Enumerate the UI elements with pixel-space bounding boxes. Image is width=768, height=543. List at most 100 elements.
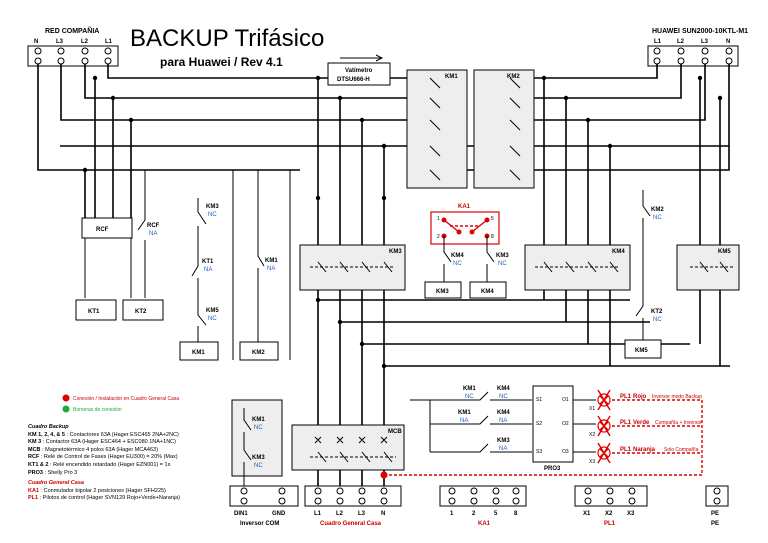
inversor-com: KM1 NC KM3 NC DIN1 GND Inversor COM [229,399,299,527]
svg-text:Rojo: Rojo [633,394,647,400]
svg-text:NA: NA [204,267,212,273]
svg-text:GND: GND [272,511,286,517]
svg-text:Borneras de conexión: Borneras de conexión [73,407,122,413]
svg-text:O3: O3 [562,449,569,455]
legend-line: MCB : Magnetotérmico 4 polos 63A (Hager … [28,446,158,453]
svg-text:KM3: KM3 [436,289,449,295]
svg-text:KM5: KM5 [635,348,648,354]
svg-text:Conexión / Instalación en Cuad: Conexión / Instalación en Cuadro General… [73,396,179,402]
svg-text:Vatímetro: Vatímetro [345,68,373,74]
svg-text:KA1: KA1 [478,521,491,527]
junctions [82,75,723,369]
legend-line: KA1 : Conmutador bipolar 2 posiciones (H… [28,487,166,494]
huawei-label: HUAWEI SUN2000-10KTL-M1 [652,28,748,35]
legend-backup-title: Cuadro Backup [28,424,69,430]
svg-text:X3: X3 [589,459,595,465]
svg-text:N: N [726,39,730,45]
pe-terminal: PE PE [705,485,729,527]
svg-text:RCF: RCF [96,227,109,233]
pl1-terminals: X1 X2 X3 PL1 [574,485,648,527]
svg-text:L2: L2 [81,39,89,45]
svg-text:KM1: KM1 [265,258,278,264]
ka1-terminals: 1 2 5 8 KA1 [439,485,527,527]
svg-text:2: 2 [437,234,440,240]
svg-text:KM2: KM2 [507,74,520,80]
vatimetro: Vatímetro DTSU666-H [327,54,391,86]
km5-contactor: KM5 [676,244,740,291]
svg-text:Verde: Verde [633,420,650,426]
lamp-orange: X3 PL1 Naranja Solo Compañía [589,442,699,465]
svg-text:RCF: RCF [147,223,160,229]
svg-text:NC: NC [653,215,662,221]
legend-line: PRO3 : Shelly Pro 3 [28,469,78,476]
svg-text:Cuadro General Casa: Cuadro General Casa [320,521,382,527]
svg-text:L1: L1 [314,511,322,517]
svg-text:KM3: KM3 [252,455,265,461]
svg-text:L1: L1 [654,39,662,45]
svg-text:NA: NA [499,446,507,452]
svg-text:5: 5 [494,511,498,517]
svg-text:NC: NC [498,261,507,267]
svg-text:KM3: KM3 [206,204,219,210]
svg-text:L2: L2 [677,39,685,45]
svg-text:KM5: KM5 [206,308,219,314]
svg-text:Inversor modo Backup: Inversor modo Backup [652,394,702,400]
pro3-contacts: KM1 NC KM4 NC KM1 NA KM4 NA KM3 NA [410,386,532,453]
svg-text:DIN1: DIN1 [234,511,248,517]
svg-text:1: 1 [450,511,454,517]
svg-text:X1: X1 [589,406,595,412]
svg-text:NA: NA [149,231,157,237]
svg-text:X1: X1 [583,511,591,517]
svg-text:NC: NC [499,394,508,400]
km4-coil-chain: KM3 NC KM4 [469,236,509,299]
mcb: MCB [291,424,405,471]
svg-text:KM3: KM3 [497,438,510,444]
svg-text:KM4: KM4 [451,253,464,259]
svg-text:Solo Compañía: Solo Compañía [664,447,699,453]
svg-text:KA1: KA1 [458,204,471,210]
svg-text:NC: NC [208,212,217,218]
svg-text:PRO3: PRO3 [544,466,561,472]
svg-text:X3: X3 [627,511,635,517]
pro3-block: S1 O1 S2 O2 S3 O3 PRO3 [532,385,596,472]
svg-text:1: 1 [437,216,440,222]
svg-text:NC: NC [254,425,263,431]
svg-text:S1: S1 [536,397,542,403]
svg-text:KM4: KM4 [612,249,625,255]
km5-coil-chain: KM2 NC KT2 NC KM5 [624,190,664,359]
svg-text:L3: L3 [358,511,366,517]
svg-text:Naranja: Naranja [633,447,656,453]
red-compania-label: RED COMPAÑIA [45,26,99,35]
km2-contactor: KM2 [473,69,535,189]
lamp-green: X2 PL1 Verde Compañía + Inversor [589,415,702,438]
svg-text:NA: NA [460,418,468,424]
km3-contactor: KM3 [299,244,406,291]
svg-text:N: N [34,39,38,45]
svg-text:O1: O1 [562,397,569,403]
svg-text:Compañía + Inversor: Compañía + Inversor [655,420,702,426]
svg-text:KM4: KM4 [481,289,494,295]
diagram-subtitle: para Huawei / Rev 4.1 [160,55,283,69]
svg-text:KM2: KM2 [252,350,265,356]
svg-text:NC: NC [465,394,474,400]
svg-text:MCB: MCB [388,429,402,435]
svg-text:PL1: PL1 [620,447,632,453]
svg-text:KM3: KM3 [496,253,509,259]
legend-line: RCF : Relé de Control de Fases (Hager EU… [28,454,178,461]
km1-contactor: KM1 [406,69,468,189]
svg-text:Inversor COM: Inversor COM [240,521,279,527]
svg-text:S2: S2 [536,421,542,427]
huawei-terminals: L1 L2 L3 N [647,39,739,67]
svg-text:NA: NA [499,418,507,424]
svg-text:KM3: KM3 [389,249,402,255]
svg-text:KT2: KT2 [651,309,663,315]
cuadro-terminals: L1 L2 L3 N Cuadro General Casa [304,485,402,527]
lamp-red: X1 PL1 Rojo Inversor modo Backup [589,389,702,412]
svg-text:KM2: KM2 [651,207,664,213]
svg-text:8: 8 [514,511,518,517]
svg-text:NA: NA [267,266,275,272]
km3-coil-chain: KM4 NC KM3 [424,236,464,299]
legend: Cuadro Backup KM 1, 2, 4, & 5 : Contacto… [28,424,180,503]
legend-casa-title: Cuadro General Casa [28,480,84,487]
